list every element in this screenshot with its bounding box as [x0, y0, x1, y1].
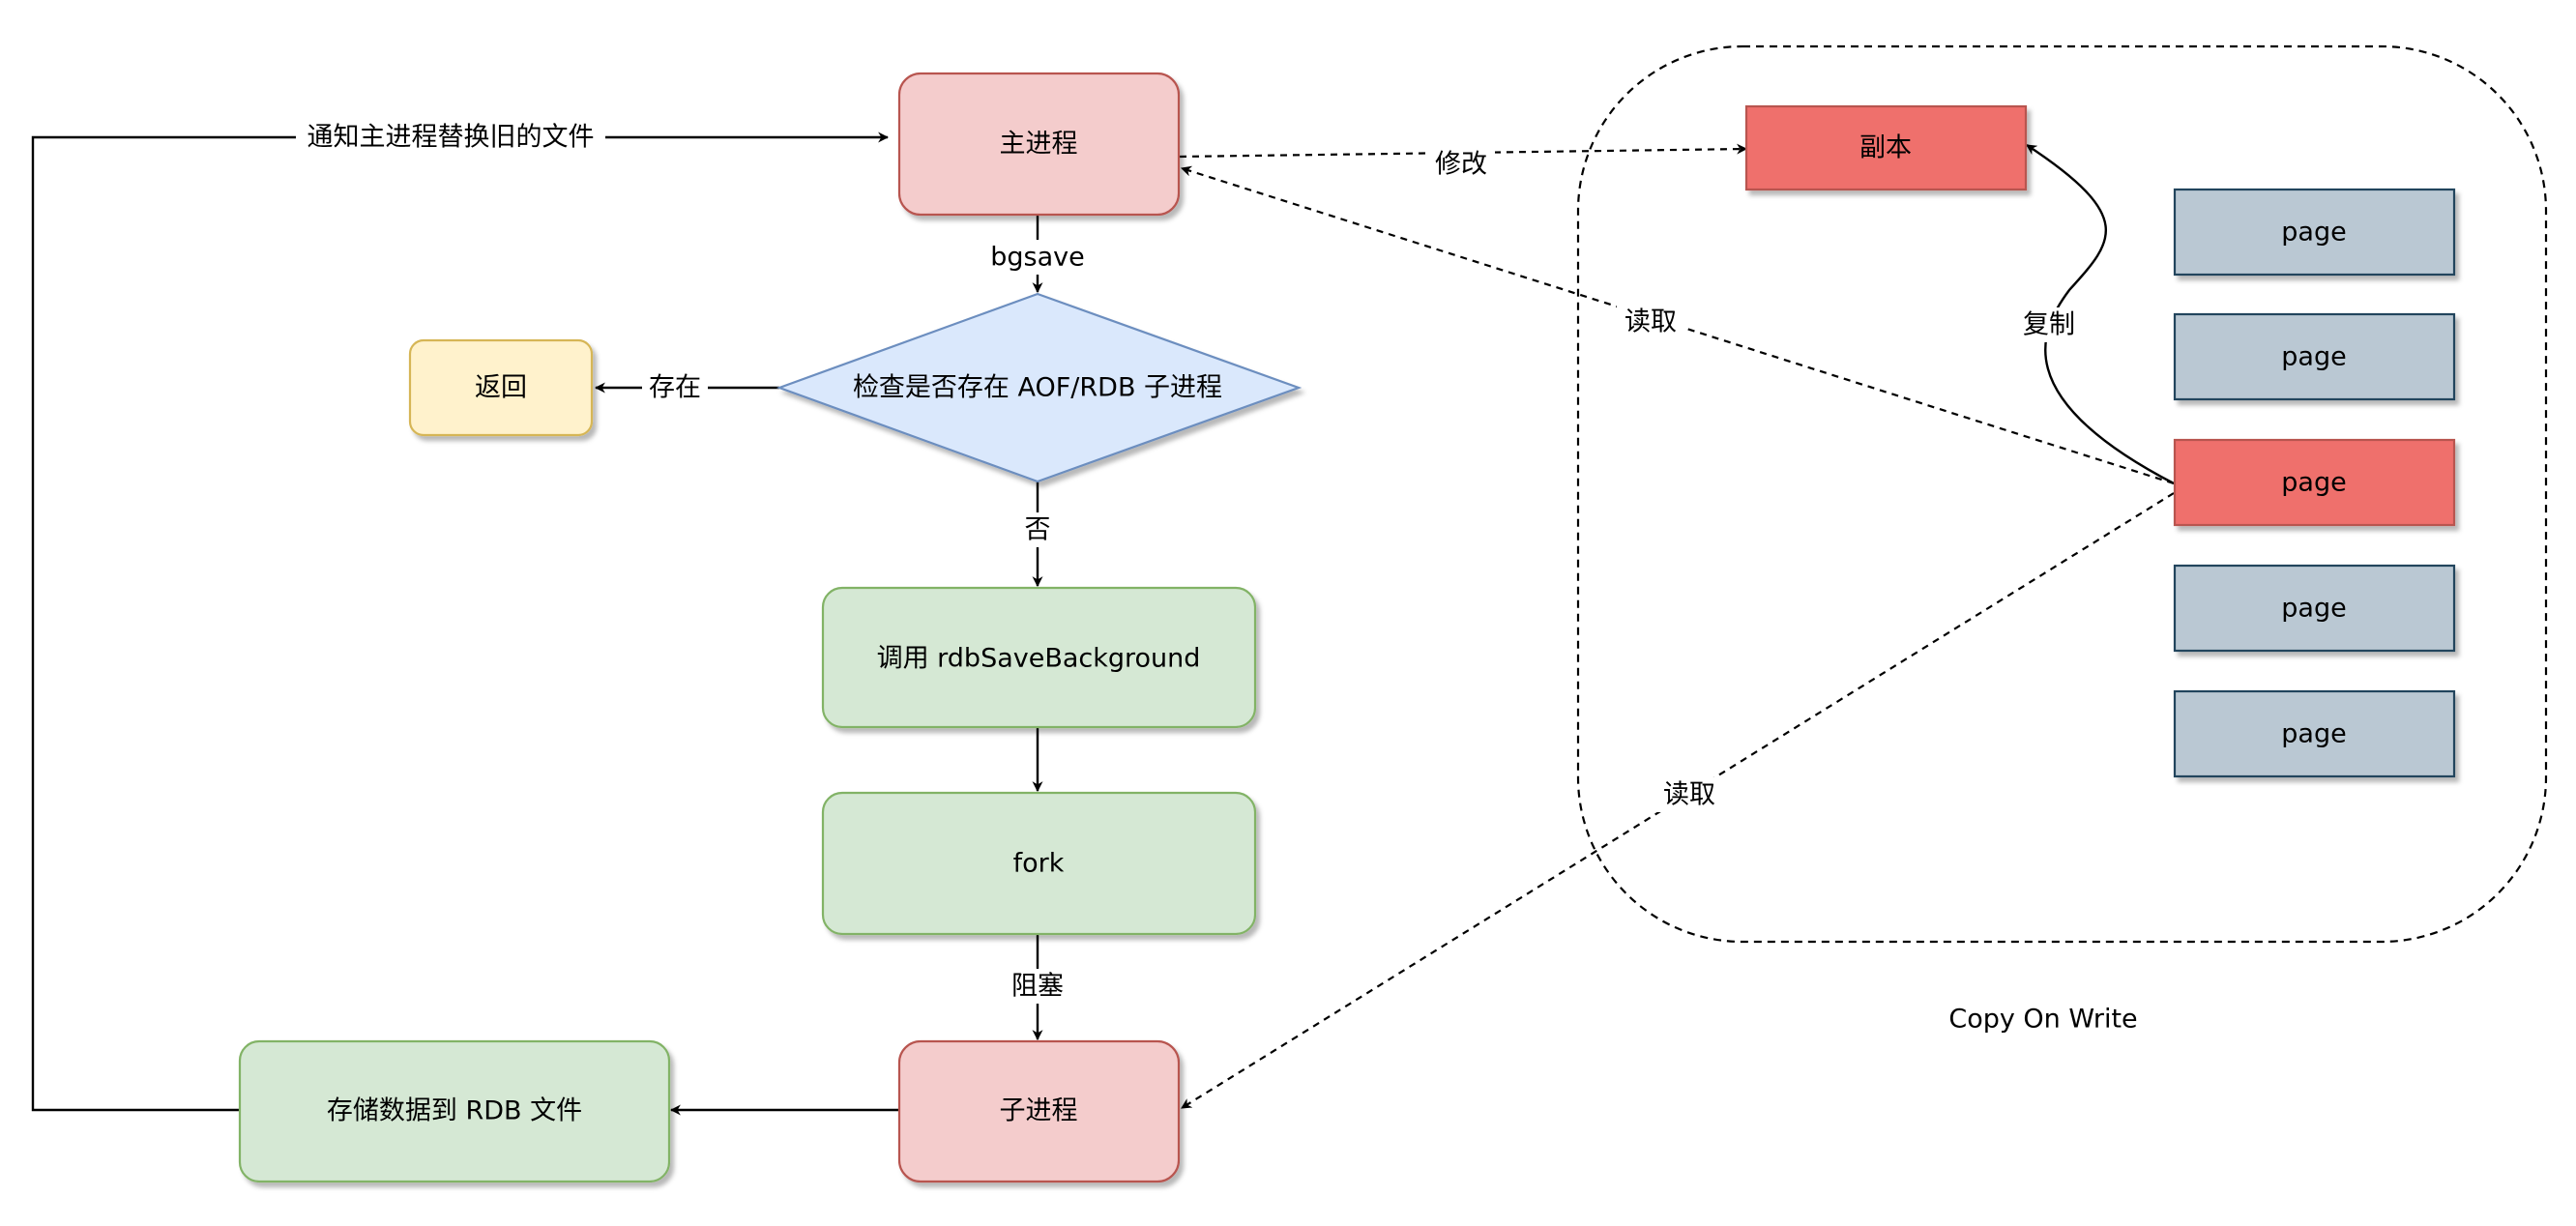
- page-node: page: [2173, 188, 2456, 277]
- page-node: page: [2173, 564, 2456, 653]
- svg-text:子进程: 子进程: [1000, 1096, 1078, 1126]
- edge-label-read-top: 读取: [1625, 307, 1677, 337]
- copy-node: 副本: [1744, 104, 2028, 191]
- svg-text:存储数据到 RDB 文件: 存储数据到 RDB 文件: [327, 1096, 582, 1126]
- edge-label-block: 阻塞: [1011, 972, 1064, 1002]
- edge-label-no: 否: [1025, 515, 1051, 545]
- edge-label-modify: 修改: [1435, 150, 1487, 180]
- store-rdb-node: 存储数据到 RDB 文件: [238, 1039, 671, 1183]
- return-node: 返回: [408, 338, 594, 437]
- check-decision-node: 检查是否存在 AOF/RDB 子进程: [776, 292, 1303, 483]
- svg-text:调用 rdbSaveBackground: 调用 rdbSaveBackground: [877, 644, 1201, 674]
- edge-duplicate: [2026, 143, 2175, 485]
- svg-text:page: page: [2281, 218, 2346, 248]
- call-rdb-save-background-node: 调用 rdbSaveBackground: [821, 586, 1257, 729]
- edge-label-notify: 通知主进程替换旧的文件: [307, 123, 595, 153]
- svg-text:fork: fork: [1013, 849, 1065, 879]
- svg-text:page: page: [2281, 342, 2346, 372]
- svg-text:page: page: [2281, 468, 2346, 498]
- edge-label-bgsave: bgsave: [990, 243, 1084, 273]
- copy-on-write-container: [1576, 44, 2548, 944]
- svg-text:检查是否存在 AOF/RDB 子进程: 检查是否存在 AOF/RDB 子进程: [853, 373, 1222, 403]
- edge-label-duplicate: 复制: [2023, 310, 2075, 340]
- svg-text:返回: 返回: [475, 373, 527, 403]
- svg-text:page: page: [2281, 719, 2346, 749]
- svg-text:主进程: 主进程: [1000, 130, 1078, 160]
- child-process-node: 子进程: [897, 1039, 1181, 1183]
- page-node-modified: page: [2173, 438, 2456, 527]
- copy-on-write-caption: Copy On Write: [1948, 1005, 2137, 1035]
- fork-node: fork: [821, 791, 1257, 936]
- main-process-node: 主进程: [897, 72, 1181, 217]
- edge-modify: [1179, 143, 1748, 159]
- svg-text:副本: 副本: [1859, 133, 1912, 163]
- svg-text:page: page: [2281, 594, 2346, 624]
- page-node: page: [2173, 312, 2456, 401]
- edge-notify: [31, 131, 890, 1112]
- page-node: page: [2173, 689, 2456, 778]
- edge-label-exists: 存在: [649, 373, 701, 403]
- edge-label-read-bottom: 读取: [1663, 780, 1715, 810]
